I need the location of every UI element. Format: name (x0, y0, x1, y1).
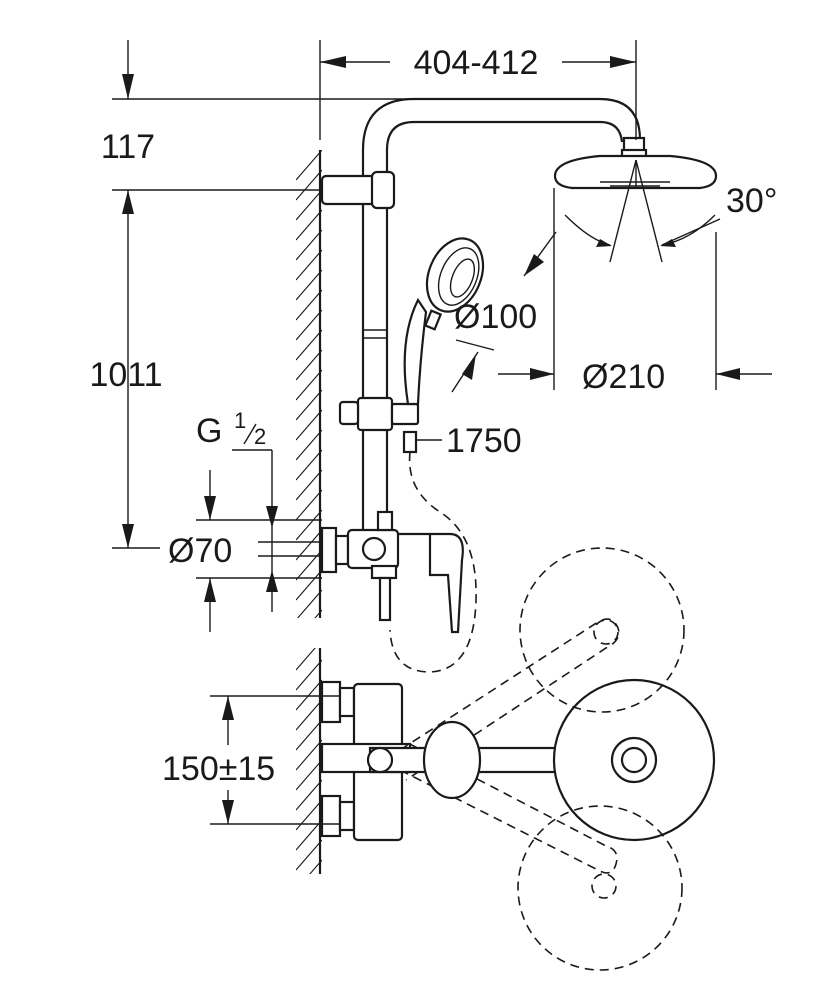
mixer-front-view (320, 510, 464, 634)
dim-top-offset: 117 (101, 128, 155, 166)
dim-rosette-diameter: Ø70 (168, 532, 232, 570)
wall-upper (296, 150, 322, 618)
dim-width-range: 404-412 (414, 44, 539, 82)
hand-shower (403, 237, 485, 406)
dim-thread: G (196, 412, 222, 450)
dim-hose-length: 1750 (446, 422, 522, 460)
wall-lower (296, 648, 322, 874)
dim-height: 1011 (89, 356, 162, 394)
dim-thread-denominator: 2 (254, 424, 266, 449)
mixer-plan-view (320, 547, 716, 971)
shower-hose (389, 451, 477, 673)
dimension-lines (112, 40, 772, 825)
dim-spray-angle: 30° (726, 182, 777, 220)
spray-cone-lines (564, 159, 721, 263)
dim-thread-label: G 1 2 (196, 408, 266, 450)
shower-riser-pipe (320, 97, 642, 530)
dim-thread-numerator: 1 (234, 408, 246, 433)
dim-center-distance: 150±15 (162, 750, 275, 788)
dim-hand-shower-diameter: Ø100 (454, 298, 537, 336)
dim-head-shower-diameter: Ø210 (582, 358, 665, 396)
